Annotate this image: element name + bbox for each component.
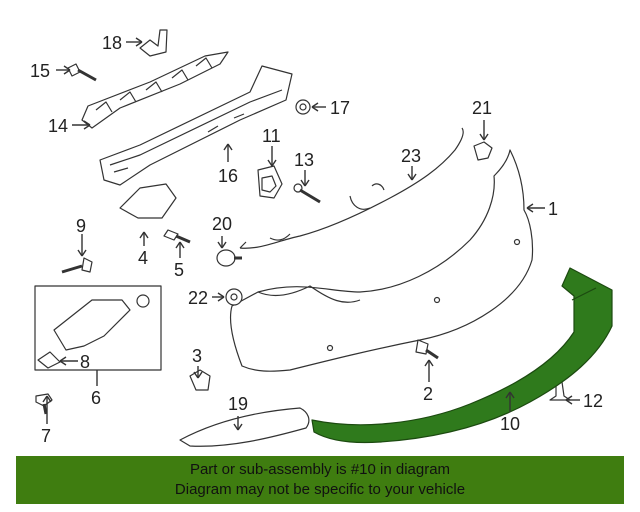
- part-13-bolt: [293, 183, 321, 204]
- part-17-nut: [295, 99, 311, 115]
- callout-12: 12: [583, 391, 603, 411]
- part-3-grommet: [189, 369, 211, 391]
- part-18-bracket: [139, 29, 168, 57]
- callout-21: 21: [472, 98, 492, 118]
- callout-3: 3: [192, 346, 202, 366]
- callout-13: 13: [294, 150, 314, 170]
- part-6-detail-box: [34, 285, 162, 371]
- part-5-rivet: [163, 229, 191, 244]
- callout-2: 2: [423, 384, 433, 404]
- callout-10: 10: [500, 414, 520, 434]
- banner-line-2: Diagram may not be specific to your vehi…: [174, 481, 466, 498]
- callout-9: 9: [76, 216, 86, 236]
- callout-8: 8: [80, 352, 90, 372]
- part-15-bolt: [67, 63, 97, 82]
- callout-7: 7: [41, 426, 51, 446]
- callout-1: 1: [548, 199, 558, 219]
- callout-11: 11: [262, 126, 281, 146]
- part-20-grommet: [216, 249, 242, 267]
- callout-23: 23: [401, 146, 421, 166]
- callout-labels: 1 2 3 4 5 6 7 8 9 10 11 12 13 14 15 16 1…: [30, 33, 603, 446]
- part-2-bolt: [415, 339, 439, 360]
- part-21-clip: [473, 141, 493, 161]
- info-banner: Part or sub-assembly is #10 in diagram D…: [16, 456, 624, 504]
- callout-14: 14: [48, 116, 68, 136]
- callout-19: 19: [228, 394, 248, 414]
- part-22-nut: [225, 288, 243, 306]
- callout-4: 4: [138, 248, 148, 268]
- callout-18: 18: [102, 33, 122, 53]
- part-7-screw: [35, 393, 53, 415]
- callout-17: 17: [330, 98, 350, 118]
- callout-5: 5: [174, 260, 184, 280]
- callout-15: 15: [30, 61, 50, 81]
- callout-20: 20: [212, 214, 232, 234]
- part-14-energy-absorber: [81, 51, 229, 129]
- part-19-reflector: [179, 407, 310, 447]
- callout-22: 22: [188, 288, 208, 308]
- banner-line-1: Part or sub-assembly is #10 in diagram: [189, 461, 451, 478]
- leader-lines: [42, 37, 580, 431]
- callout-16: 16: [218, 166, 238, 186]
- part-16-reinforcement-beam: [99, 65, 293, 186]
- part-9-bolt: [61, 257, 93, 274]
- part-4-bracket: [119, 183, 177, 219]
- part-10-lower-valance: [311, 267, 613, 444]
- callout-6: 6: [91, 388, 101, 408]
- part-11-sensor: [257, 165, 283, 199]
- part-1-bumper-cover: [229, 149, 534, 372]
- part-23-wiring-harness: [239, 127, 464, 249]
